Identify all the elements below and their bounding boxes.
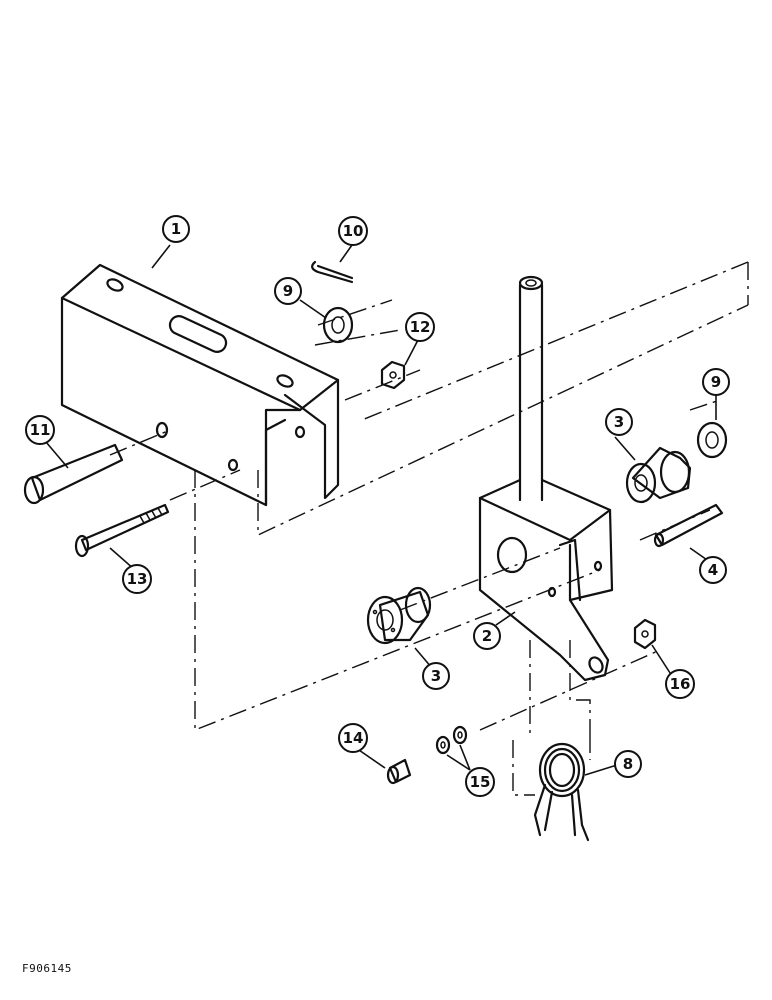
- svg-text:4: 4: [708, 561, 718, 579]
- clevis-pin-part-11: [23, 443, 124, 505]
- pin-part-4: [653, 503, 724, 548]
- callout-4: 4: [699, 556, 727, 584]
- svg-text:3: 3: [614, 413, 624, 431]
- assembly-lines: [109, 261, 749, 796]
- callout-3-upper: 3: [605, 408, 633, 436]
- callout-14: 14: [338, 723, 368, 753]
- svg-text:14: 14: [343, 729, 364, 747]
- callout-1: 1: [162, 215, 190, 243]
- torsion-spring-part-8: [533, 742, 590, 842]
- callout-15: 15: [465, 767, 495, 797]
- svg-text:2: 2: [482, 627, 492, 645]
- bushing-part-3-upper: [625, 446, 692, 504]
- callout-3-lower: 3: [422, 662, 450, 690]
- callout-8: 8: [614, 750, 642, 778]
- callout-16: 16: [665, 669, 695, 699]
- svg-text:1: 1: [171, 220, 181, 238]
- cotter-pin-part-10: [311, 260, 354, 284]
- bushing-part-3-lower: [366, 586, 432, 645]
- callout-12: 12: [405, 312, 435, 342]
- figure-id: F906145: [22, 962, 72, 975]
- washers-part-15: [435, 725, 468, 755]
- callout-2: 2: [473, 622, 501, 650]
- washer-part-9-right: [696, 421, 728, 459]
- bracket-part-1: [60, 263, 340, 507]
- svg-text:12: 12: [410, 318, 431, 336]
- callout-9-right: 9: [702, 368, 730, 396]
- svg-text:9: 9: [711, 373, 721, 391]
- washer-part-9-upper: [322, 306, 354, 344]
- svg-text:9: 9: [283, 282, 293, 300]
- callout-13: 13: [122, 564, 152, 594]
- pivot-arm-part-2: [478, 275, 614, 682]
- bolt-part-13: [74, 503, 170, 558]
- svg-text:11: 11: [30, 421, 51, 439]
- svg-text:8: 8: [623, 755, 633, 773]
- nut-part-16: [633, 618, 657, 650]
- callout-10: 10: [338, 216, 368, 246]
- callout-9-upper: 9: [274, 277, 302, 305]
- leader-lines: [45, 244, 717, 776]
- svg-text:16: 16: [670, 675, 691, 693]
- callout-11: 11: [25, 415, 55, 445]
- cap-screw-part-14: [386, 758, 412, 785]
- nut-part-12: [380, 360, 406, 390]
- svg-text:13: 13: [127, 570, 148, 588]
- svg-text:10: 10: [343, 222, 364, 240]
- svg-text:3: 3: [431, 667, 441, 685]
- svg-text:15: 15: [470, 773, 491, 791]
